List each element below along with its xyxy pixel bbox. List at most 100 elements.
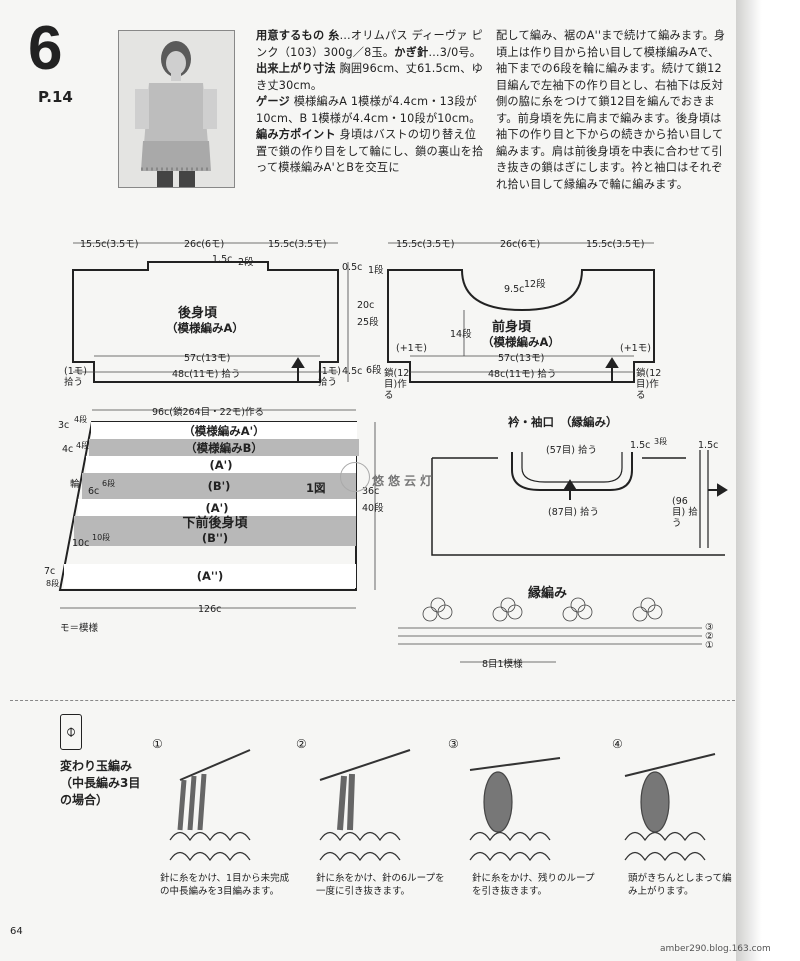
collar-height: 1.5c (630, 440, 651, 451)
technique-title: 変わり玉編み （中長編み3目 の場合） (60, 758, 140, 809)
step-1-number: ① (152, 737, 163, 751)
instructions-column-1: 用意するもの 糸…オリムパス ディーヴァ ピンク（103）300g／8玉。かぎ針… (256, 28, 484, 177)
left-dim-2: 4c (62, 444, 74, 455)
collar-subtitle: （縁編み） (560, 415, 618, 429)
pattern-number: 6 (28, 14, 63, 83)
hook-symbol-icon: ⌽ (60, 714, 82, 750)
step-4-text: 頭がきちんとしまって編み上がります。 (628, 873, 732, 897)
edging-repeat: 8目1模様 (482, 659, 523, 670)
front-top-left-dim: 15.5c(3.5モ) (396, 239, 455, 250)
ring-label: 輪 (70, 479, 80, 490)
back-right-mid-rows: 25段 (357, 317, 379, 328)
front-pickup: 48c(11モ) 拾う (488, 369, 557, 380)
front-neck-dim: 9.5c (504, 284, 525, 295)
lower-body-title: 下前後身頃 (182, 516, 248, 531)
band-a-prime-3: (A') (78, 499, 356, 516)
watermark-text: 悠悠云灯 (372, 474, 437, 488)
hook-label: かぎ針 (394, 45, 429, 59)
source-credit: amber290.blog.163.com (660, 944, 771, 954)
edging-row-1: ① (705, 640, 714, 651)
back-top-left-dim: 15.5c(3.5モ) (80, 239, 139, 250)
left-dim-4: 10c (72, 538, 90, 549)
size-label: 出来上がり寸法 (256, 62, 336, 75)
page-number: 64 (10, 926, 23, 937)
collar-bottom-pickup: (87目) 拾う (548, 507, 600, 518)
point-label: 編み方ポイント (256, 128, 336, 141)
back-right-top-rows: 1段 (368, 265, 384, 276)
edging-row-3: ③ (705, 622, 714, 633)
figure-label: 1図 (306, 481, 326, 495)
front-pattern: （模様編みA） (482, 335, 560, 349)
legend: モ＝模様 (60, 623, 99, 634)
hook-text: …3/0号。 (428, 45, 482, 59)
back-right-top-dim: 0.5c (342, 262, 363, 273)
back-top-mid-dim: 26c(6モ) (184, 239, 225, 250)
materials-label: 用意するもの (256, 29, 325, 42)
back-top-right-dim: 15.5c(3.5モ) (268, 239, 327, 250)
front-chain-right: 鎖(12目)作る (636, 368, 662, 401)
band-a-prime-2: (A') (86, 456, 356, 473)
band-b-double-prime-label: (B'') (201, 531, 229, 545)
right-total-rows: 40段 (362, 503, 384, 514)
page-reference: P.14 (38, 88, 73, 106)
band-b-double-prime: 下前後身頃 (B'') (74, 516, 356, 546)
front-left-plus: (+1モ) (396, 343, 427, 354)
front-neck-rows: 12段 (524, 279, 546, 290)
point-text: 身頃はバストの切り替え位置で鎖の作り目をして輪にし、鎖の裏山を拾って模様編みA'… (256, 128, 484, 174)
collar-height-rows: 3段 (654, 437, 668, 446)
front-depth-rows: 14段 (450, 329, 472, 340)
left-dim-2-rows: 4段 (76, 441, 90, 450)
back-neck-rows: 2段 (238, 257, 254, 268)
front-top-mid-dim: 26c(6モ) (500, 239, 541, 250)
band-a-prime-1: （模様編みA'） (91, 422, 357, 439)
left-dim-5: 7c (44, 566, 56, 577)
gauge-text: 模様編みA 1模様が4.4cm・13段が10cm、B 1模様が4.4cm・10段… (256, 95, 481, 125)
front-right-plus: (+1モ) (620, 343, 651, 354)
front-top-right-dim: 15.5c(3.5モ) (586, 239, 645, 250)
back-neck-dim: 1.5c (212, 254, 233, 265)
back-right-mid-dim: 20c (357, 300, 375, 311)
back-pickup: 48c(11モ) 拾う (172, 369, 241, 380)
page-edge (736, 0, 800, 961)
collar-title: 衿・袖口 (508, 415, 554, 429)
edging-row-2: ② (705, 631, 714, 642)
step-2-text: 針に糸をかけ、針の6ループを一度に引き抜きます。 (316, 873, 445, 897)
band-b-prime: (B') (82, 473, 356, 499)
sleeve-pickup: (96目) 拾う (672, 496, 698, 529)
collar-top-pickup: (57目) 拾う (546, 445, 598, 456)
left-dim-1: 3c (58, 420, 70, 431)
back-width: 57c(13モ) (184, 353, 231, 364)
front-chain-left: 鎖(12目)作る (384, 368, 410, 401)
front-title: 前身頃 (492, 320, 532, 335)
back-pattern: （模様編みA） (166, 321, 244, 335)
yarn-label: 糸 (328, 29, 340, 42)
band-a-double-prime: (A'') (64, 564, 356, 588)
section-divider (10, 700, 735, 701)
yarn-text: …オリムパス ディーヴァ ピンク（103）300g／8玉。 (256, 29, 483, 59)
back-right-bottom-dim: 4.5c (342, 366, 363, 377)
model-photo (118, 30, 235, 188)
left-dim-3-rows: 6段 (102, 479, 116, 488)
step-2-number: ② (296, 737, 307, 751)
back-left-side: (1モ)拾う (64, 366, 87, 388)
instructions-column-2: 配して編み、裾のA''まで続けて編みます。身頃上は作り目から拾い目して模様編みA… (496, 29, 726, 191)
left-dim-5-rows: 8段 (46, 579, 60, 588)
back-right-side: (1モ)拾う (318, 366, 341, 388)
edging-title: 縁編み (528, 586, 568, 601)
technique-title-2: （中長編み3目 (60, 776, 141, 790)
schematic-lines (58, 242, 728, 663)
back-title: 後身頃 (178, 306, 218, 321)
step-4-number: ④ (612, 737, 623, 751)
technique-title-1: 変わり玉編み (60, 759, 133, 773)
step-1-text: 針に糸をかけ、1目から未完成の中長編みを3目編みます。 (160, 873, 290, 897)
left-dim-3: 6c (88, 486, 100, 497)
left-dim-4-rows: 10段 (92, 533, 111, 542)
technique-illustrations (169, 749, 716, 862)
band-b: （模様編みB） (89, 439, 359, 456)
front-width: 57c(13モ) (498, 353, 545, 364)
gauge-label: ゲージ (256, 95, 290, 108)
left-dim-1-rows: 4段 (74, 415, 88, 424)
back-right-bottom-rows: 6段 (366, 365, 382, 376)
size-text: 胸囲96cm、丈61.5cm、ゆき丈30cm。 (256, 62, 484, 92)
bottom-width: 126c (198, 604, 222, 615)
